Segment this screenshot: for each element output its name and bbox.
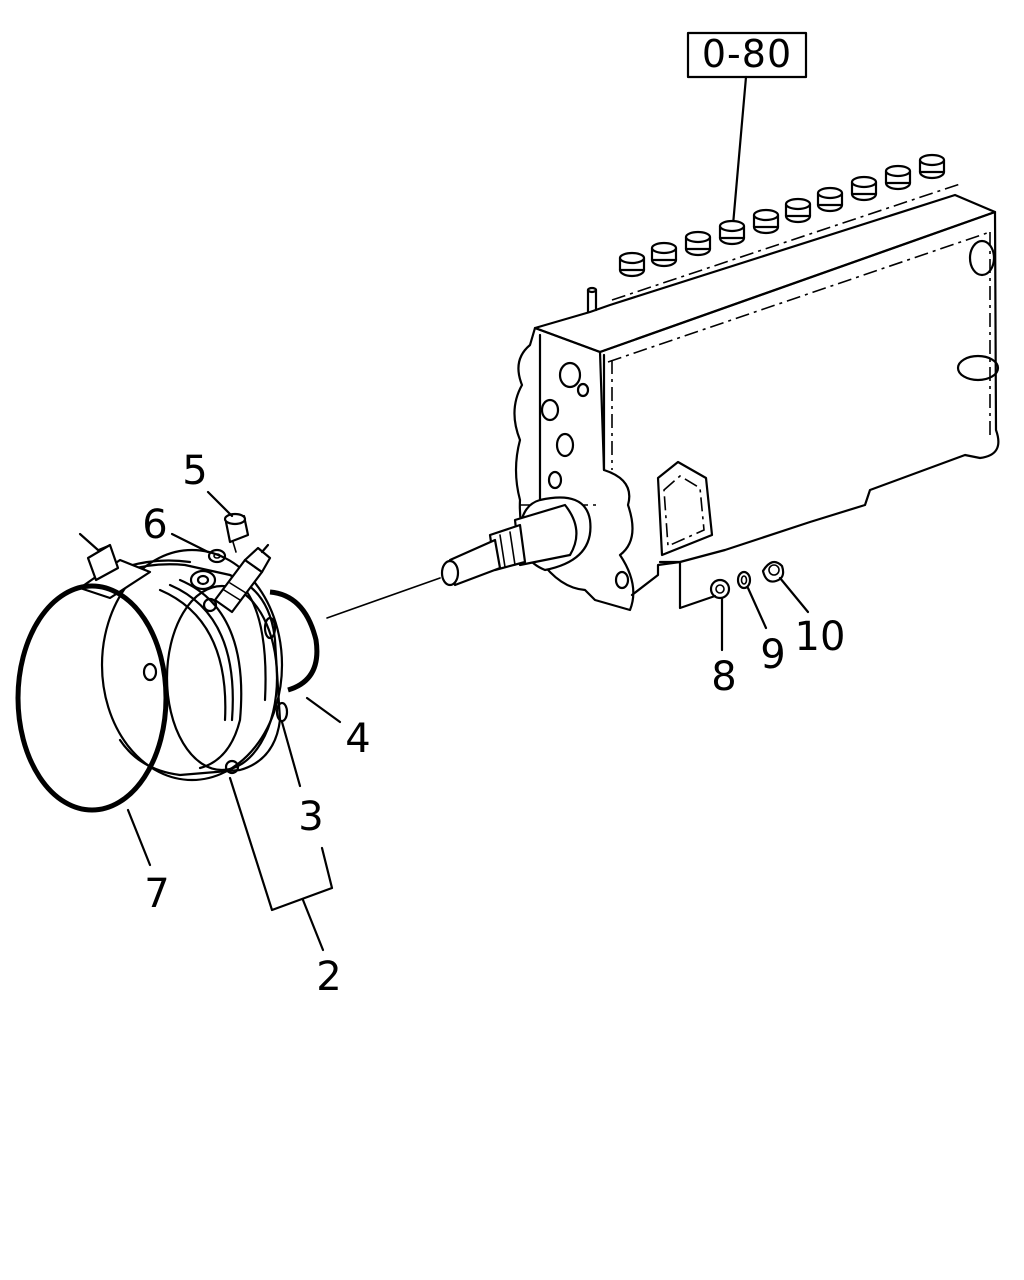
washer-plain [709,578,731,600]
spring-washer [736,570,752,590]
callout-9: 9 [760,632,785,678]
leader-lines [126,490,810,952]
assembly-axis [326,577,441,619]
callout-2: 2 [316,954,341,1000]
timer-housing [78,532,289,782]
callout-10: 10 [795,614,846,660]
callout-7: 7 [144,871,169,917]
bolt [223,512,250,553]
callout-8: 8 [711,654,736,700]
callout-4: 4 [345,716,370,762]
o-ring-small [269,589,320,693]
o-ring-large [15,583,169,813]
delivery-valve-holders [618,153,946,278]
nut [761,560,785,583]
reference-box: 0-80 [686,31,808,79]
washer [207,548,227,564]
camshaft [440,496,592,587]
callout-6: 6 [142,502,167,548]
reference-label: 0-80 [702,32,792,76]
injection-pump [513,183,1000,612]
stud-bracket [658,560,717,610]
callout-3: 3 [298,794,323,840]
callout-5: 5 [182,448,207,494]
reference-leader [731,75,748,227]
